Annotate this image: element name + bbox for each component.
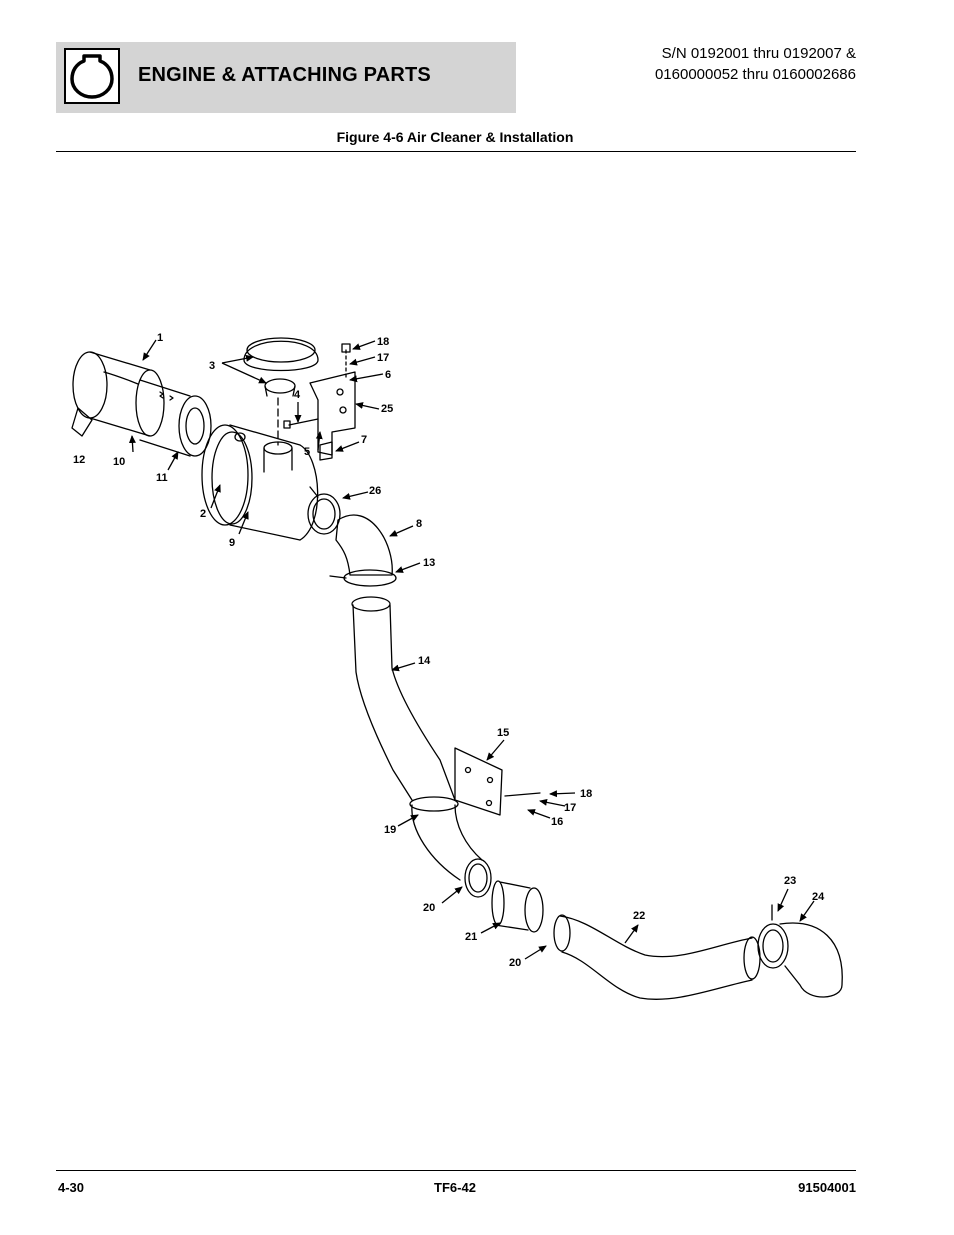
rain-cap-part — [72, 351, 165, 437]
header-rule — [56, 151, 856, 152]
engine-logo — [64, 48, 120, 104]
callout-7: 7 — [361, 434, 367, 446]
callout-18-top: 18 — [377, 336, 389, 348]
air-duct-tube-part — [559, 915, 761, 1000]
filter-element-part — [139, 379, 212, 457]
manual-number: 91504001 — [798, 1180, 856, 1195]
dust-cap-part — [243, 337, 319, 446]
figure-title: Figure 4-6 Air Cleaner & Installation — [336, 129, 574, 145]
callout-3: 3 — [209, 360, 215, 372]
callout-26: 26 — [369, 485, 381, 497]
callout-12: 12 — [73, 454, 85, 466]
callout-labels: 1 3 18 17 6 4 25 7 5 12 10 11 26 2 8 9 1… — [73, 332, 825, 969]
vacuator-valve-part — [71, 407, 93, 437]
callout-19: 19 — [384, 824, 396, 836]
serial-line-2: 0160000052 thru 0160002686 — [654, 66, 856, 83]
callout-9: 9 — [229, 537, 235, 549]
band-clamp-part — [409, 796, 459, 812]
callout-14: 14 — [418, 655, 431, 667]
tube-support-bracket-part — [454, 747, 541, 816]
callout-18-bottom: 18 — [580, 788, 592, 800]
callout-6: 6 — [385, 369, 391, 381]
air-cleaner-canister-part — [201, 424, 319, 541]
callout-17-top: 17 — [377, 352, 389, 364]
serial-line-1: S/N 0192001 thru 0192007 & — [661, 45, 856, 62]
callout-21: 21 — [465, 931, 477, 943]
elbow-clamp-part — [329, 569, 397, 587]
callout-4: 4 — [294, 389, 301, 401]
page-number: 4-30 — [58, 1180, 85, 1195]
connector-hose-part — [464, 858, 571, 952]
restriction-indicator-part — [319, 441, 333, 461]
callout-16: 16 — [551, 816, 563, 828]
footer-rule — [56, 1170, 856, 1171]
callout-13: 13 — [423, 557, 435, 569]
callout-23: 23 — [784, 875, 796, 887]
elbow-hose-part — [335, 514, 393, 576]
callout-17-bottom: 17 — [564, 802, 576, 814]
callout-24: 24 — [812, 891, 825, 903]
serial-range: S/N 0192001 thru 0192007 & 0160000052 th… — [655, 43, 856, 85]
callout-11: 11 — [156, 472, 168, 484]
callout-1: 1 — [157, 332, 163, 344]
outlet-elbow-part — [757, 904, 843, 998]
callout-20-lower: 20 — [509, 957, 521, 969]
intake-tube-part — [351, 596, 483, 881]
callout-10: 10 — [113, 456, 125, 468]
engine-outline-icon — [70, 54, 114, 99]
outlet-clamp-part — [307, 486, 341, 535]
callout-2: 2 — [200, 508, 206, 520]
callout-22: 22 — [633, 910, 645, 922]
model-number: TF6-42 — [434, 1180, 476, 1195]
callout-25: 25 — [381, 403, 393, 415]
callout-20-upper: 20 — [423, 902, 435, 914]
callout-5: 5 — [304, 446, 310, 458]
section-title: ENGINE & ATTACHING PARTS — [138, 64, 431, 86]
callout-15: 15 — [497, 727, 509, 739]
callout-8: 8 — [416, 518, 422, 530]
section-header: ENGINE & ATTACHING PARTS — [56, 42, 516, 113]
